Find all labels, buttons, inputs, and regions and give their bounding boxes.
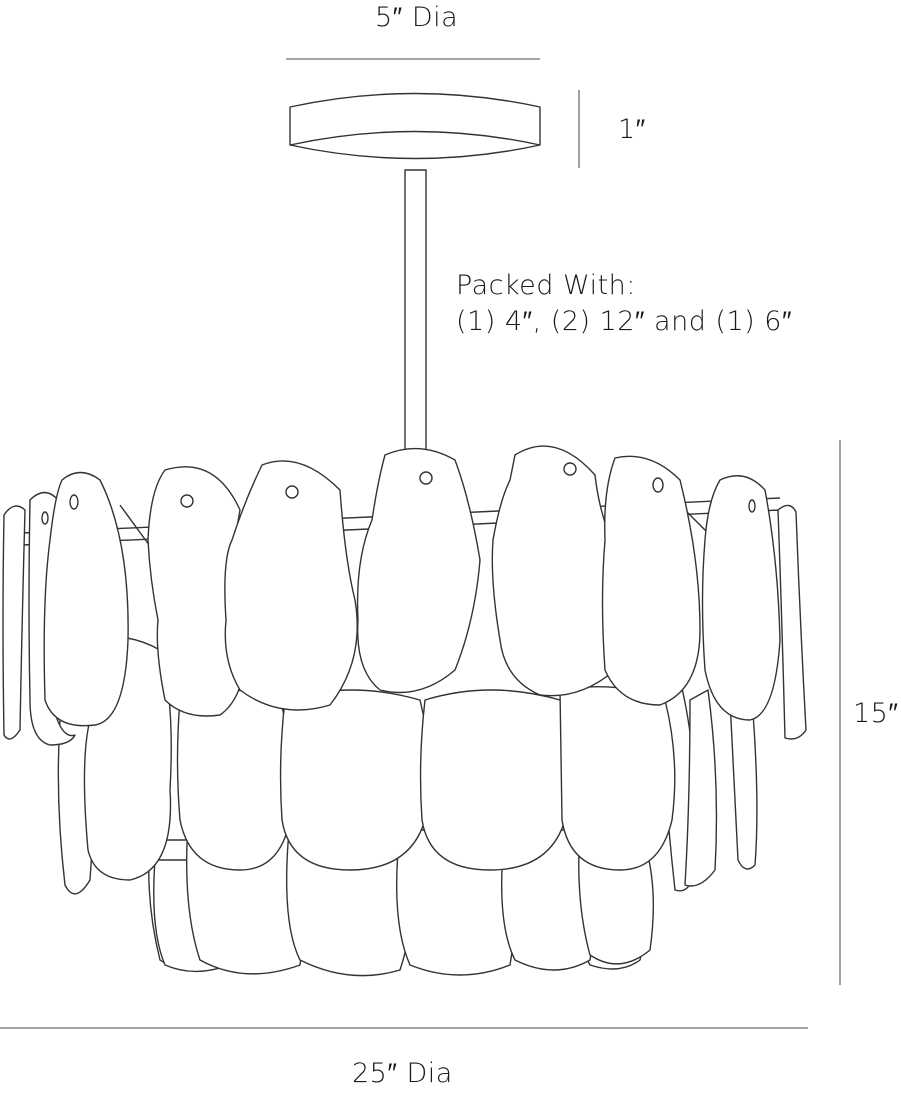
middle-row-pieces bbox=[83, 635, 676, 881]
packed-with-items: (1) 4″, (2) 12″ and (1) 6″ bbox=[456, 306, 792, 337]
canopy-height-label: 1″ bbox=[618, 114, 646, 145]
packed-with-note: Packed With: (1) 4″, (2) 12″ and (1) 6″ bbox=[456, 268, 792, 340]
packed-with-title: Packed With: bbox=[456, 270, 636, 301]
downrod bbox=[404, 169, 427, 451]
canopy bbox=[289, 92, 541, 160]
top-row-pieces bbox=[2, 445, 807, 746]
fixture-diameter-label: 25″ Dia bbox=[352, 1058, 453, 1089]
canopy-diameter-label: 5″ Dia bbox=[375, 2, 459, 33]
fixture-height-label: 15″ bbox=[853, 698, 899, 729]
